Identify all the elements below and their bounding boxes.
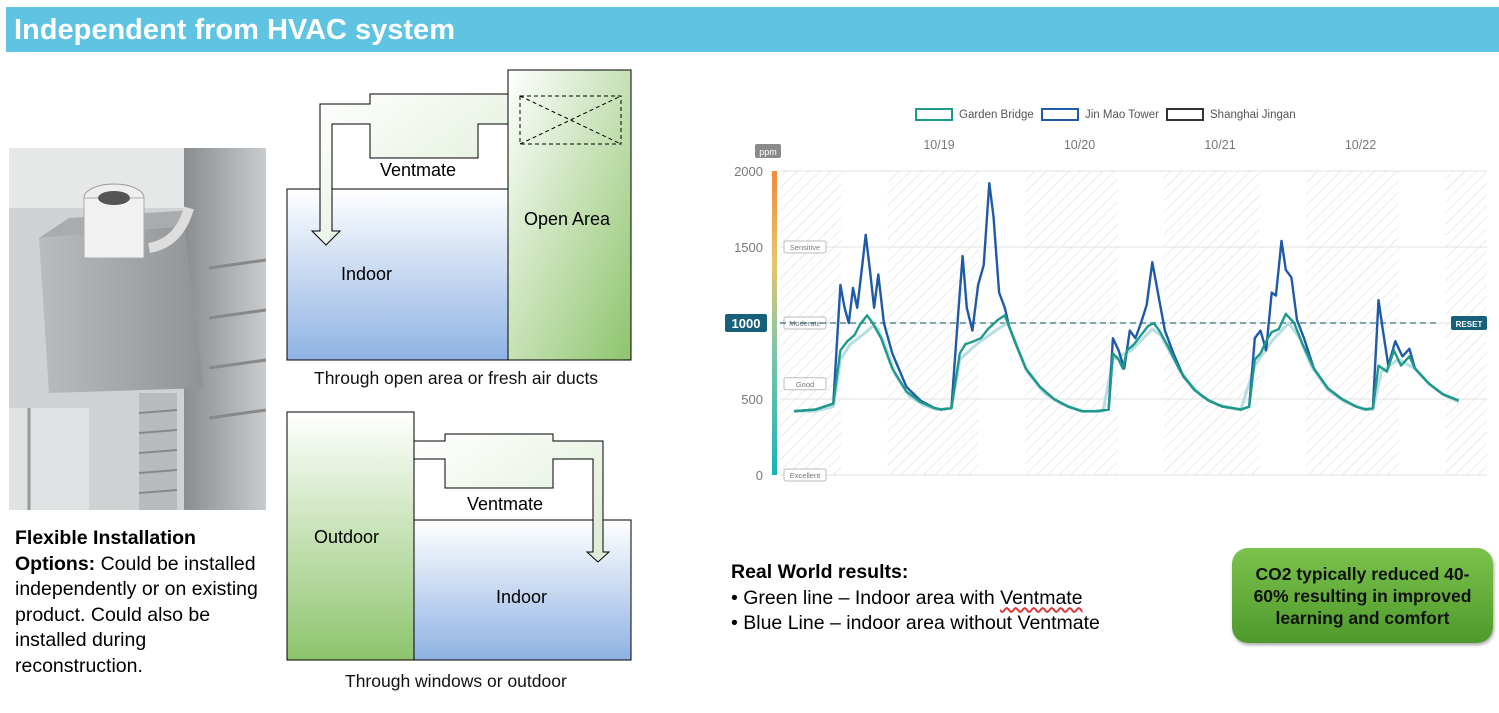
diagram2-ventmate-label: Ventmate [467,494,544,514]
legend-swatch [1041,108,1079,121]
threshold-value-label: 1000 [732,316,761,331]
level-badge [783,377,827,391]
results-line-blue: • Blue Line – indoor area without Ventma… [731,612,1100,634]
diagram1-open-area-label: Open Area [524,209,611,229]
diagram-open-area [286,69,632,361]
series-line-garden-bridge [793,312,1460,413]
diagram2-caption: Through windows or outdoor [345,671,567,691]
threshold-badge [725,314,767,332]
diagram2-outdoor-label: Outdoor [314,527,380,547]
diagram1-indoor-label: Indoor [341,264,393,284]
legend-swatch [1166,108,1204,121]
page-title: Independent from HVAC system [14,14,455,46]
installation-body: Could be installed independently or on e… [15,552,258,677]
chart-day-band [1399,171,1446,481]
co2-line-chart: 20001500500010/1910/2010/2110/221ppmSens… [725,138,1487,483]
results-title: Real World results: [731,561,909,583]
legend-shanghai-jingan[interactable]: Shanghai Jingan [1166,108,1296,121]
installation-heading: Flexible Installation Options: [15,527,196,575]
level-label: Sensitive [790,243,820,252]
x-tick-label: 10/19 [923,138,954,152]
chart-day-band [841,171,888,481]
y-tick-label: 2000 [734,164,763,179]
legend-swatch [915,108,953,121]
callout-text: CO2 typically reduced 40-60% resulting i… [1253,563,1472,628]
ppm-badge [755,144,781,158]
legend-garden-bridge[interactable]: Garden Bridge [915,108,1034,121]
installation-description: Flexible Installation Options: Could be … [15,526,277,679]
level-label: Good [796,380,814,389]
legend-label: Garden Bridge [959,108,1034,121]
legend-label: Shanghai Jingan [1210,108,1296,121]
results-text: Real World results: • Green line – Indoo… [731,560,1171,637]
x-tick-label: 10/20 [1064,138,1095,152]
chart-level-bar [772,171,777,475]
reset-badge [1451,316,1487,330]
x-tick-label: 10/22 [1345,138,1376,152]
x-tick-label: 10/21 [1204,138,1235,152]
diagram1-caption: Through open area or fresh air ducts [314,368,599,388]
reset-label: RESET [1456,320,1483,329]
y-tick-label: 0 [756,468,763,483]
ppm-unit-label: ppm [759,147,777,157]
diagram1-ventmate-label: Ventmate [380,160,457,180]
level-badge [783,240,827,254]
y-tick-label: 1500 [734,240,763,255]
installation-photo [9,148,266,510]
ventmate-word: Ventmate [1000,586,1083,609]
legend-jin-mao-tower[interactable]: Jin Mao Tower [1041,108,1159,121]
level-label: Excellent [790,471,821,480]
y-tick-label: 500 [741,392,763,407]
results-line-green-text: • Green line – Indoor area with [731,586,1001,609]
diagram-windows-outdoor [286,411,632,661]
results-line-green: • Green line – Indoor area with Ventmate [731,586,1171,612]
co2-reduction-callout: CO2 typically reduced 40-60% resulting i… [1232,548,1493,643]
level-badge [783,468,827,482]
diagram2-indoor-label: Indoor [496,587,548,607]
title-banner: Independent from HVAC system [6,7,1499,52]
legend-label: Jin Mao Tower [1085,108,1159,121]
